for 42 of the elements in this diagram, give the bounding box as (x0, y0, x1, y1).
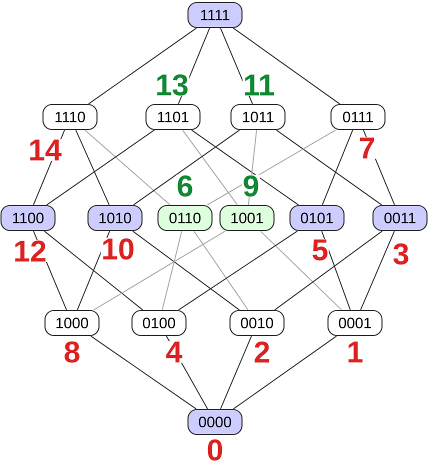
connector-line (44, 230, 144, 310)
connector-line (84, 130, 171, 206)
connector-line (360, 230, 395, 310)
node-number: 7 (358, 137, 376, 159)
node-number: 14 (28, 139, 62, 161)
connector-line (132, 130, 240, 206)
node-number: 10 (100, 238, 136, 260)
node-number: 5 (311, 239, 329, 261)
connector-line (220, 336, 252, 410)
connector-line (178, 230, 298, 310)
connector-line (132, 230, 240, 310)
connector-line (46, 130, 155, 206)
connector-line (232, 28, 340, 104)
connector-line (191, 130, 299, 206)
connector-line (276, 130, 382, 206)
connector-line (75, 130, 110, 206)
connector-line (248, 130, 258, 206)
node-number: 13 (154, 74, 190, 96)
node-number: 3 (392, 242, 410, 266)
connector-line (90, 336, 197, 410)
node-number: 0 (206, 438, 224, 462)
node-number: 2 (253, 341, 271, 363)
node-number: 9 (242, 174, 260, 198)
connector-line (274, 230, 383, 310)
connector-line (182, 130, 238, 206)
connector-line (206, 130, 336, 206)
connector-line (93, 230, 226, 310)
node-oval: 0011 (372, 204, 428, 232)
node-number: 8 (63, 340, 81, 364)
node-number: 12 (12, 240, 48, 262)
connector-line (321, 230, 351, 310)
node-number: 6 (176, 174, 194, 198)
connector-line (88, 28, 197, 104)
connector-line (260, 230, 342, 310)
node-number: 1 (346, 341, 364, 363)
connector-line (232, 336, 338, 410)
connector-line (322, 130, 354, 206)
connector-line (362, 130, 396, 206)
node-number: 4 (165, 341, 183, 363)
connector-line (193, 230, 249, 310)
connector-line (162, 230, 182, 310)
node-number: 11 (242, 74, 276, 96)
